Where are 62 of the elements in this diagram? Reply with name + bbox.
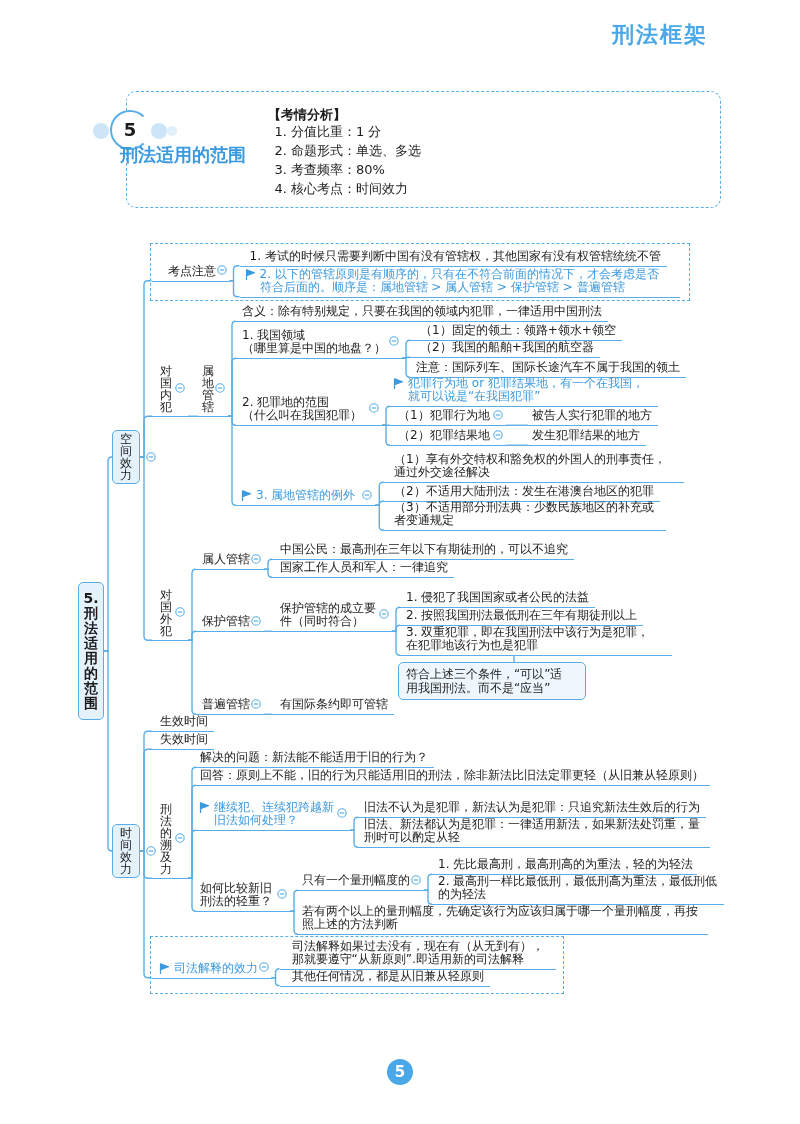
topic-text: 失效时间 [152, 733, 214, 750]
topic-text: 旧法、新法都认为是犯罪：一律适用新法，如果新法处罚重，量刑时可以酌定从轻 [358, 818, 710, 848]
topic-text: 发生犯罪结果的地方 [528, 429, 646, 446]
connector-line [289, 910, 299, 935]
connector-line [263, 713, 273, 715]
topic-box: 时间效力 [112, 824, 140, 878]
topic-text: 司法解释如果过去没有，现在有（从无到有），那就要遵守“从新原则”.即适用新的司法解释 [279, 939, 556, 970]
header-text: 刑法框架 [612, 21, 708, 49]
topic-text: 注意：国际列车、国际长途汽车不属于我国的领土 [410, 361, 686, 378]
connector-line [504, 444, 529, 446]
callout-box: 符合上述三个条件，“可以”适用我国刑法。而不是“应当” [398, 662, 586, 700]
topic-text: 旧法不认为是犯罪，新法认为是犯罪：只追究新法生效后的行为 [358, 801, 706, 818]
topic-text: 有国际条约即可管辖 [272, 698, 394, 715]
connector-line [504, 424, 529, 426]
topic-text: 3. 双重犯罪，即在我国刑法中该行为是犯罪，在犯罪地该行为也是犯罪 [400, 626, 672, 656]
connector-line [381, 424, 391, 446]
topic-text: 解决的问题：新法能不能适用于旧的行为？ [196, 751, 434, 768]
topic-text: 中国公民：最高刑在三年以下有期徒刑的，可以不追究 [272, 543, 574, 560]
connector-line [391, 630, 401, 656]
topic-text: （2）我国的船舶+我国的航空器 [410, 341, 600, 358]
page-number: 5 [387, 1059, 413, 1085]
connector-line [374, 504, 385, 531]
connector-line [270, 977, 281, 987]
topic-box: 5. 刑法适用的范围 [78, 582, 104, 720]
dashed-boundary [150, 243, 690, 301]
topic-text: 若有两个以上的量刑幅度，先确定该行为应该归属于哪一个量刑幅度，再按照上述的方法判断 [298, 905, 708, 935]
connector-line [349, 829, 359, 848]
list-item: 3. 考查频率：80% [274, 161, 385, 178]
connector-line [187, 639, 197, 715]
heading-text: 【考情分析】 [267, 106, 346, 123]
topic-text: 1. 考试的时候只需要判断中国有没有管辖权，其他国家有没有权管辖统统不管 [239, 249, 667, 267]
topic-text: 回答：原则上不能，旧的行为只能适用旧的刑法，除非新法比旧法定罪更轻（从旧兼从轻原则） [196, 769, 710, 786]
connector-line [139, 456, 153, 641]
topic-text: （3）不适用部分刑法典：少数民族地区的补充或者变通规定 [384, 501, 666, 531]
connector-line [187, 877, 197, 912]
connector-line [513, 654, 515, 663]
connector-line [187, 415, 199, 417]
connector-line [228, 280, 241, 298]
topic-text: 含义：除有特别规定，只要在我国的领域内犯罪，一律适用中国刑法 [236, 305, 608, 322]
topic-text: 生效时间 [152, 715, 214, 732]
list-item: 2. 命题形式：单选、多选 [274, 142, 422, 159]
list-item: 1. 分值比重：1 分 [274, 123, 382, 140]
topic-text: 2. 以下的管辖原则是有顺序的，只有在不符合前面的情况下，才会考虑是否符合后面的。顺序是：属地管辖 > 属人管辖 > 保护管辖 > 普遍管辖 [239, 267, 680, 298]
dashed-boundary [150, 936, 564, 994]
connector-line [263, 568, 273, 578]
topic-text: （2）不适用大陆刑法：发生在港澳台地区的犯罪 [384, 485, 660, 502]
topic-text: 被告人实行犯罪的地方 [528, 409, 658, 426]
topic-text: 2. 最高刑一样比最低刑，最低刑高为重法，最低刑低的为轻法 [432, 875, 724, 905]
topic-text: 2. 按照我国刑法最低刑在三年有期徒刑以上 [400, 609, 644, 626]
connector-line [103, 650, 113, 852]
topic-text: 1. 先比最高刑，最高刑高的为重法，轻的为轻法 [432, 858, 698, 875]
connector-line [263, 630, 273, 632]
topic-box: 空间效力 [112, 430, 140, 484]
topic-text: 国家工作人员和军人：一律追究 [272, 561, 454, 578]
topic-text: （1）固定的领土：领路+领水+领空 [410, 324, 622, 341]
connector-line [423, 889, 433, 905]
connector-line [227, 415, 237, 506]
list-item: 4. 核心考点：时间效力 [274, 180, 409, 197]
topic-text: 1. 侵犯了我国国家或者公民的法益 [400, 591, 596, 608]
topic-text: 其他任何情况，都是从旧兼从轻原则 [279, 969, 490, 987]
topic-text: （1）享有外交特权和豁免权的外国人的刑事责任，通过外交途径解决 [384, 453, 684, 483]
connector-line [401, 357, 411, 378]
